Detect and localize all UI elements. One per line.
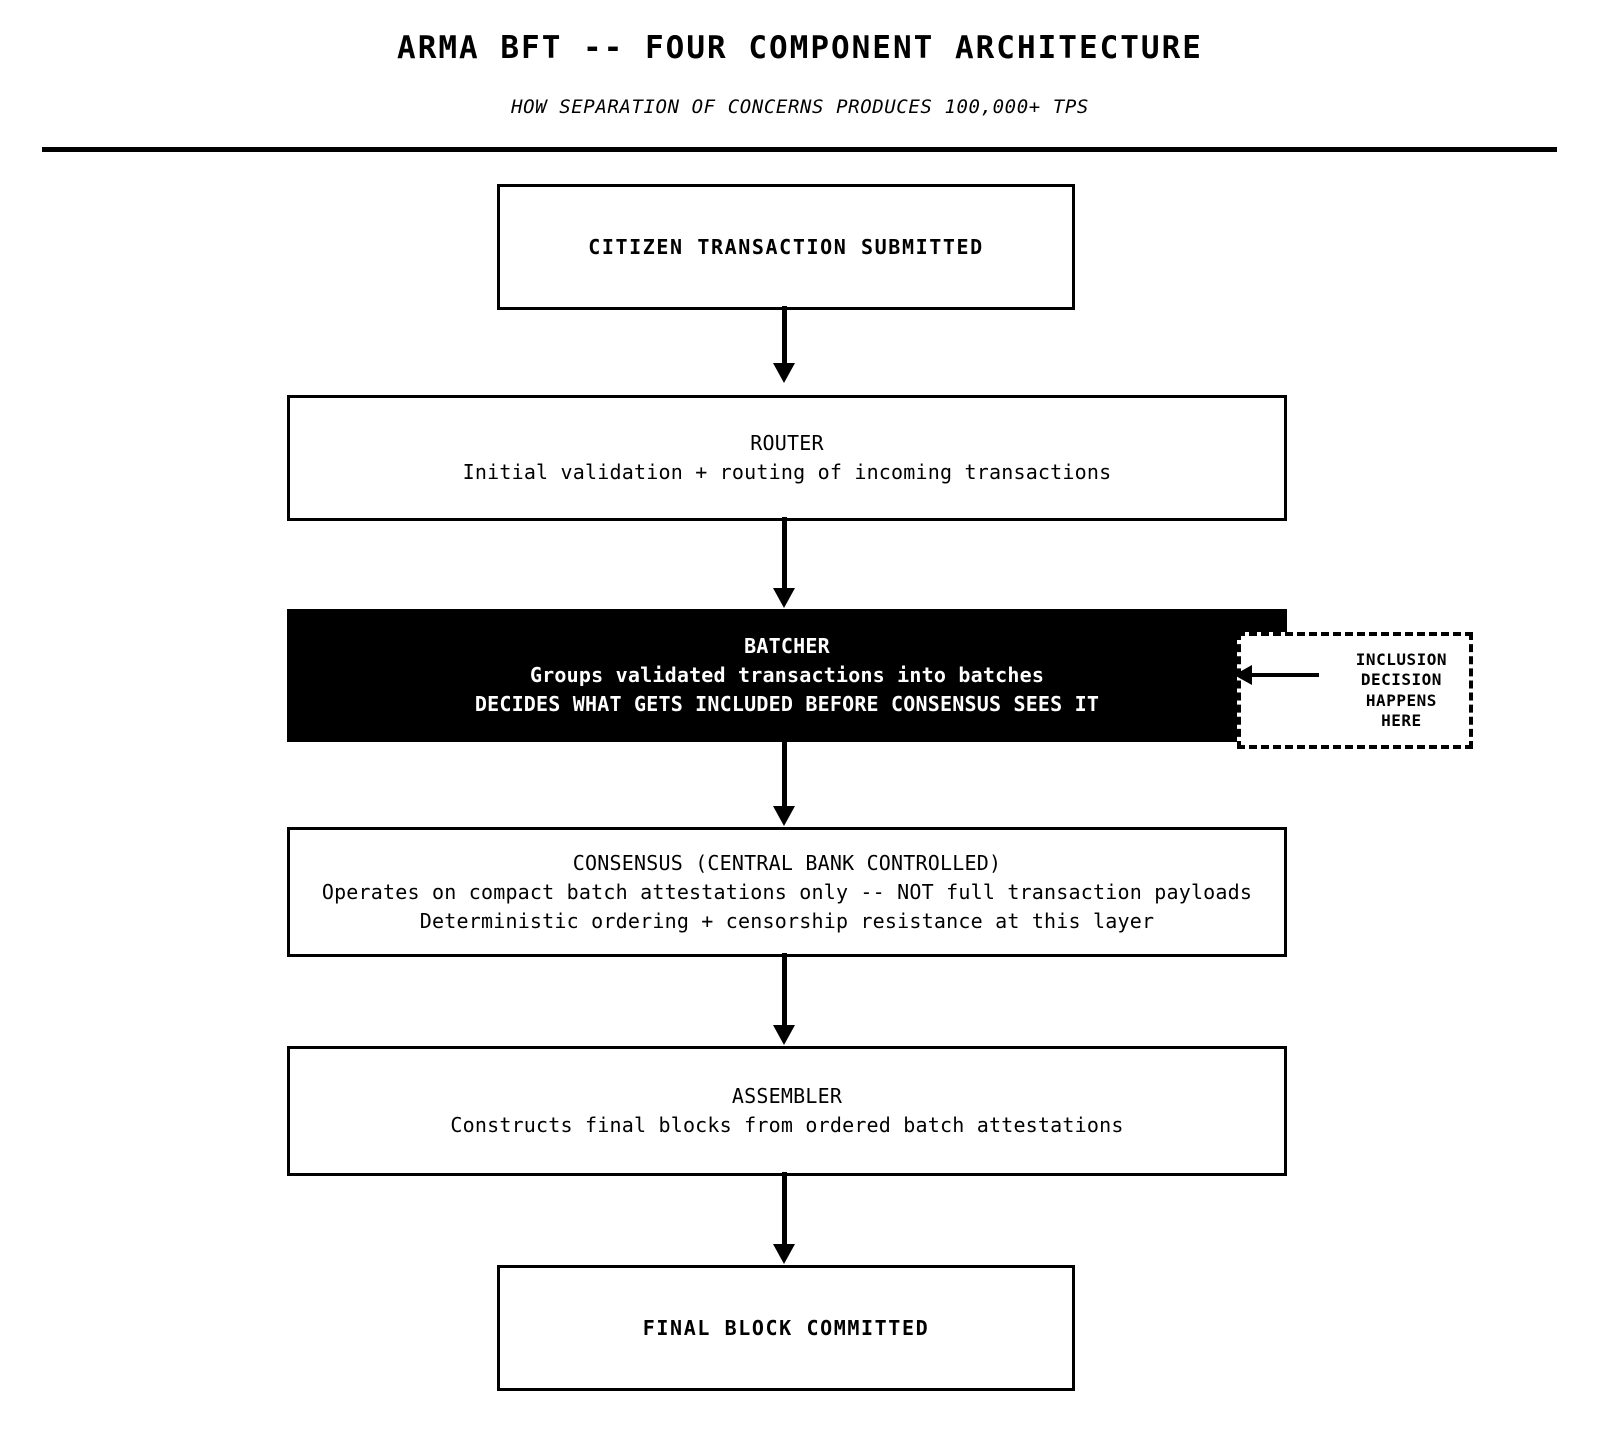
flow-node-router[interactable]: ROUTER Initial validation + routing of i… [287,395,1287,521]
flow-arrow-batcher-to-consensus [773,740,795,826]
flow-node-batcher-line-0: BATCHER [744,634,830,658]
flow-node-assembler-line-0: ASSEMBLER [731,1084,843,1108]
callout-pointer-arrow [1234,665,1319,685]
flow-node-citizen[interactable]: CITIZEN TRANSACTION SUBMITTED [497,184,1075,310]
arrow-head-left-icon [1234,665,1252,685]
flow-node-batcher[interactable]: BATCHER Groups validated transactions in… [287,609,1287,742]
flow-node-final-block-line-0: FINAL BLOCK COMMITTED [642,1315,930,1340]
callout-line-2: HAPPENS [1365,690,1437,710]
flow-node-citizen-line-0: CITIZEN TRANSACTION SUBMITTED [588,234,984,259]
callout-inclusion-decision: INCLUSION DECISION HAPPENS HERE [1237,632,1473,749]
arrow-head-down-icon [773,1025,795,1045]
arrow-head-down-icon [773,588,795,608]
flow-arrow-citizen-to-router [773,306,795,383]
arrow-head-down-icon [773,806,795,826]
arrow-head-down-icon [773,363,795,383]
page-subtitle: HOW SEPARATION OF CONCERNS PRODUCES 100,… [511,96,1089,118]
page-title: ARMA BFT -- FOUR COMPONENT ARCHITECTURE [397,30,1203,66]
flow-node-router-line-0: ROUTER [750,431,824,455]
callout-line-1: DECISION [1360,670,1442,690]
header-divider [42,147,1557,152]
flow-node-assembler-line-1: Constructs final blocks from ordered bat… [450,1113,1124,1137]
callout-line-0: INCLUSION [1355,649,1447,669]
flow-node-final-block[interactable]: FINAL BLOCK COMMITTED [497,1265,1075,1391]
flow-node-consensus-line-0: CONSENSUS (CENTRAL BANK CONTROLLED) [572,850,1002,875]
callout-inclusion-decision-text: INCLUSION DECISION HAPPENS HERE [1356,650,1469,732]
flow-node-consensus-line-1: Operates on compact batch attestations o… [321,879,1253,904]
flow-node-router-line-1: Initial validation + routing of incoming… [462,460,1112,484]
flow-node-consensus[interactable]: CONSENSUS (CENTRAL BANK CONTROLLED) Oper… [287,827,1287,957]
arrow-head-down-icon [773,1244,795,1264]
flow-arrow-assembler-to-final [773,1172,795,1264]
flow-node-batcher-line-2: DECIDES WHAT GETS INCLUDED BEFORE CONSEN… [474,692,1100,716]
callout-line-3: HERE [1381,710,1422,730]
flow-arrow-consensus-to-assembler [773,953,795,1045]
flow-node-consensus-line-2: Deterministic ordering + censorship resi… [419,908,1155,933]
flow-node-batcher-line-1: Groups validated transactions into batch… [529,663,1045,687]
flow-node-assembler[interactable]: ASSEMBLER Constructs final blocks from o… [287,1046,1287,1176]
flow-arrow-router-to-batcher [773,517,795,608]
